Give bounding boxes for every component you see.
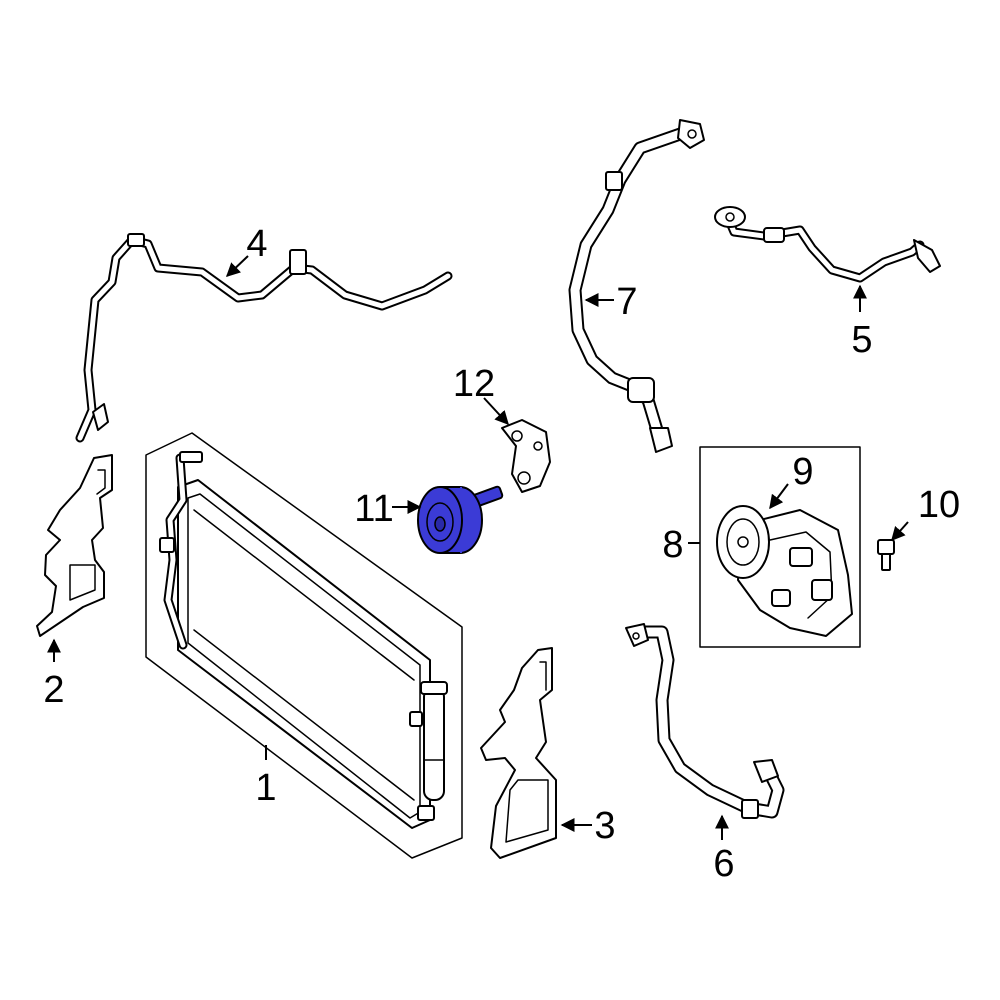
bolt-part[interactable] [877, 539, 895, 571]
condenser-outline-box [145, 432, 463, 859]
callout-8: 8 [662, 524, 683, 566]
ac-hose-6-part[interactable] [625, 623, 785, 819]
callout-4: 4 [246, 223, 267, 265]
callout-1: 1 [255, 767, 276, 809]
callout-2: 2 [43, 669, 64, 711]
leader-lines [47, 255, 909, 840]
callout-3: 3 [594, 805, 615, 847]
callout-7: 7 [616, 281, 637, 323]
callout-labels: 1 2 3 4 5 6 7 8 9 10 11 12 [43, 223, 960, 885]
callout-5: 5 [851, 319, 872, 361]
idler-bracket-part[interactable] [501, 419, 551, 493]
compressor-outline-box [699, 446, 861, 648]
callout-11: 11 [354, 488, 393, 530]
ac-line-4-part[interactable] [75, 233, 453, 443]
condenser-part[interactable] [145, 432, 463, 859]
ac-hose-7-part[interactable] [568, 119, 705, 453]
callout-6: 6 [713, 843, 734, 885]
callout-12: 12 [453, 363, 495, 405]
ac-line-5-part[interactable] [714, 206, 941, 283]
right-air-guide-part[interactable] [480, 647, 557, 859]
compressor-assembly-part[interactable] [699, 446, 861, 648]
left-air-guide-part[interactable] [36, 454, 113, 637]
idler-pulley-part[interactable] [417, 485, 504, 554]
callout-10: 10 [918, 484, 960, 526]
callout-9: 9 [792, 451, 813, 493]
